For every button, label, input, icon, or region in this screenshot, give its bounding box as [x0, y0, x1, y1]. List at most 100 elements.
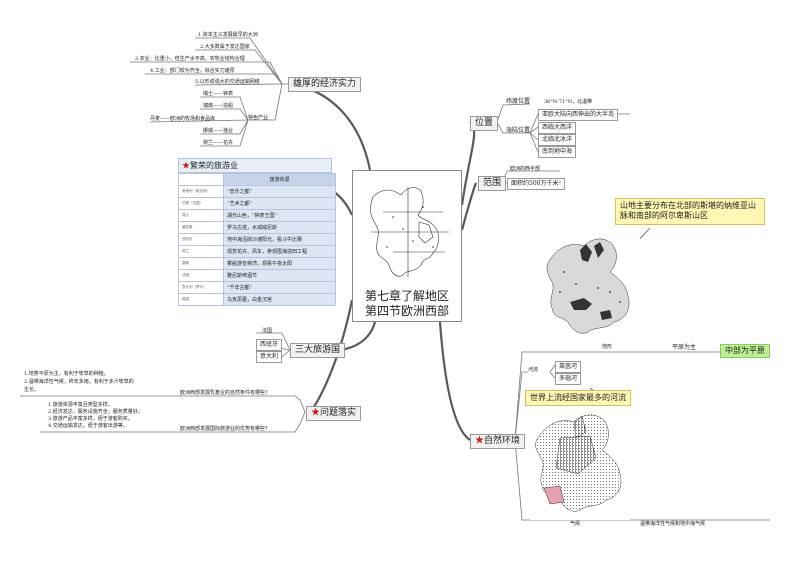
branch-scope[interactable]: 范围 [478, 176, 507, 191]
economy-item-5: 5.以形成强大的交通运输网络 [195, 79, 260, 85]
tourism-resource: 乘船游览峡湾，观看午夜太阳 [223, 257, 336, 270]
climate-map [530, 408, 630, 520]
terrain-value: 平原为主 [672, 344, 697, 351]
branch-nature[interactable]: ★自然环境 [470, 434, 526, 449]
climate-label: 气候 [570, 521, 581, 527]
river-label: 河流 [528, 367, 539, 373]
mountain-note: 山地主要分布在北部的斯堪的纳维亚山脉和南部的阿尔卑斯山区 [615, 198, 765, 225]
economy-item-2: 2.大多数属于发达国家 [200, 44, 250, 50]
three-country-2: 西班牙 [256, 339, 283, 351]
issue-answer-2-line3: 3.旅游产品丰富多样，便于游客购买。 [48, 416, 133, 422]
tourism-resource: “千年古都” [223, 281, 336, 294]
branch-economy-label: 雄厚的经济实力 [293, 79, 357, 89]
economy-item-4: 4.工业：部门较为齐全，综合实力雄厚 [150, 68, 235, 74]
tourism-resource: “音乐之都” [223, 185, 336, 198]
sea-item-2: 西临大西洋 [538, 122, 577, 134]
terrain-label: 地形 [602, 344, 613, 350]
link-scope [460, 182, 478, 231]
sea-item-4: 南到地中海 [538, 146, 577, 158]
star-icon: ★ [311, 408, 321, 418]
tourism-resource: 观赏花卉、风车，参观围海造田工程 [223, 245, 336, 258]
table-row: 意大利（罗马）“千年古都” [178, 281, 336, 294]
table-row: 奥地利（维也纳）“音乐之都” [178, 185, 336, 198]
specialty-item-1: 瑞士——钟表 [203, 91, 234, 97]
center-node[interactable]: 第七章了解地区 第四节欧洲西部 [352, 170, 462, 322]
table-row: 挪威乘船游览峡湾，观看午夜太阳 [178, 257, 336, 270]
table-row: 荷兰观赏花卉、风车，参观围海造田工程 [178, 245, 336, 258]
branch-issues[interactable]: ★问题落实 [306, 406, 362, 421]
tourism-country: 意大利（罗马） [178, 281, 224, 294]
tourism-header: 旅游资源 [223, 173, 336, 186]
europe-map-thumbnail [363, 177, 453, 285]
branch-issues-label: 问题落实 [320, 408, 357, 418]
sea-position-label: 海陆位置 [506, 127, 531, 134]
tourism-resource: “艺术之都” [223, 197, 336, 210]
specialty-item-4: 挪威——渔业 [203, 128, 234, 134]
terrain-note: 中部为平原 [720, 344, 770, 358]
issue-answer-1-line3: 生长。 [24, 387, 40, 393]
table-row: 瑞士湖光山色，“钟表王国” [178, 209, 336, 222]
table-row: 英国马克思墓，白金汉宫 [178, 293, 336, 306]
link-nature [438, 321, 471, 441]
branch-three-countries[interactable]: 三大旅游国 [290, 343, 346, 358]
scope-item-2: 面积约500万千米² [507, 178, 565, 190]
issue-question-1: 欧洲西部发展乳畜业的自然条件有哪些？ [180, 390, 271, 396]
tourism-country: 法国 [178, 269, 224, 282]
river-note: 世界上流经国家最多的河流 [525, 390, 631, 407]
climate-value: 温带海洋性气候和地中海气候 [640, 521, 706, 527]
star-icon: ★ [475, 436, 485, 446]
tourism-resource: 湖光山色，“钟表王国” [223, 209, 336, 222]
table-row: 威尼斯罗马古迹，水城威尼斯 [178, 221, 336, 234]
three-country-3: 意大利 [256, 351, 283, 363]
specialty-item-5: 荷兰——花卉 [203, 140, 234, 146]
sea-item-1: 亚欧大陆向西伸出的大半岛 [538, 109, 619, 121]
tourism-country: 威尼斯 [178, 221, 224, 234]
tourism-title[interactable]: ★繁荣的旅游业 [178, 158, 332, 173]
economy-item-1: 1.资本主义发展最早的大洲 [198, 32, 258, 38]
table-row: 巴黎（法国）“艺术之都” [178, 197, 336, 210]
tourism-country: 奥地利（维也纳） [178, 185, 224, 198]
issue-answer-2-line1: 1.旅游资源丰富且类型多样。 [48, 402, 113, 408]
specialty-item-3: 丹麦——欧洲的牧场和食品库 [150, 116, 216, 122]
tourism-resource: 地中海沿岸沙滩阳光，看斗牛比赛 [223, 233, 336, 246]
tourism-country: 巴黎（法国） [178, 197, 224, 210]
branch-three-countries-label: 三大旅游国 [295, 345, 341, 355]
center-title-line2: 第四节欧洲西部 [364, 304, 449, 318]
river-item-1: 莱茵河 [555, 361, 582, 373]
tourism-country: 西班牙 [178, 233, 224, 246]
terrain-map [540, 232, 640, 342]
latitude-label: 纬度位置 [506, 98, 531, 105]
table-row: 西班牙地中海沿岸沙滩阳光，看斗牛比赛 [178, 233, 336, 246]
branch-location[interactable]: 位置 [470, 116, 499, 131]
tourism-country: 瑞士 [178, 209, 224, 222]
branch-location-label: 位置 [475, 118, 494, 128]
center-title: 第七章了解地区 第四节欧洲西部 [353, 289, 461, 319]
branch-scope-label: 范围 [483, 178, 502, 188]
tourism-country: 英国 [178, 293, 224, 306]
branch-economy[interactable]: 雄厚的经济实力 [288, 77, 362, 92]
tourism-resource: 马克思墓，白金汉宫 [223, 293, 336, 306]
issue-answer-2-line2: 2.经济发达，服务设施齐全，服务质量好。 [48, 409, 143, 415]
issue-answer-1-line1: 1.地势平原为主，有利于牧草的种植。 [24, 371, 109, 377]
branch-nature-label: 自然环境 [484, 436, 521, 446]
tourism-country: 挪威 [178, 257, 224, 270]
three-country-1: 法国 [262, 328, 273, 334]
specialty-item-2: 瑞典——造船 [203, 103, 234, 109]
issue-question-2: 欧洲西部发展国际旅游业的优势有哪些？ [180, 426, 271, 432]
issue-answer-2-line4: 4.交通运输发达，便于游客出游等。 [48, 423, 128, 429]
latitude-value: 36°N-71°N，北温带 [544, 99, 593, 105]
economy-item-3: 3.农业：比重小，但生产水平高，农牧业结构合理 [135, 56, 245, 62]
table-row: 法国雅尼斯啤酒节 [178, 269, 336, 282]
tourism-country: 荷兰 [178, 245, 224, 258]
specialty-label: 特色产业 [248, 115, 269, 121]
issue-answer-1-line2: 2.温带海洋性气候，终年多雨，有利于多汁牧草的 [24, 379, 134, 385]
star-icon: ★ [182, 161, 190, 170]
tourism-resource: 雅尼斯啤酒节 [223, 269, 336, 282]
tourism-table: 旅游资源 奥地利（维也纳）“音乐之都” 巴黎（法国）“艺术之都” 瑞士湖光山色，… [178, 173, 336, 306]
scope-item-1: 欧洲的西半部 [510, 166, 541, 172]
tourism-resource: 罗马古迹，水城威尼斯 [223, 221, 336, 234]
sea-item-3: 北临北冰洋 [538, 134, 577, 146]
tourism-title-text: 繁荣的旅游业 [190, 161, 238, 170]
river-item-2: 多瑙河 [555, 373, 582, 385]
